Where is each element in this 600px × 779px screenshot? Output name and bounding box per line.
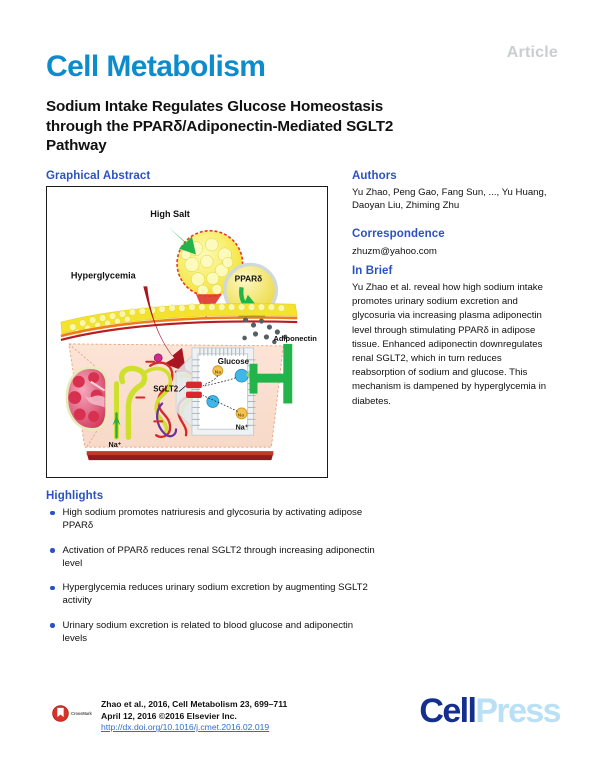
high-salt-label: High Salt [150, 209, 190, 219]
sglt2-transporter: SGLT2 [153, 381, 202, 399]
high-salt-annotation: High Salt [150, 209, 196, 255]
in-brief-body: Yu Zhao et al. reveal how high sodium in… [352, 282, 547, 407]
ppard-label: PPARδ [235, 273, 263, 283]
glucose-label: Glucose [218, 357, 250, 366]
graphical-abstract-figure: High Salt PPARδ [46, 186, 328, 478]
list-item: High sodium promotes natriuresis and gly… [46, 506, 376, 532]
publisher-logo-press: Press [475, 692, 561, 730]
highlights-list: High sodium promotes natriuresis and gly… [46, 506, 376, 656]
correspondence-heading: Correspondence [352, 228, 445, 240]
publisher-logo-cell: Cell [419, 692, 477, 730]
sglt2-label: SGLT2 [153, 385, 179, 394]
highlight-text: Hyperglycemia reduces urinary sodium exc… [62, 582, 368, 606]
crossmark-icon[interactable] [52, 705, 69, 722]
transported-molecules: Na Na Glucose Na⁺ [202, 357, 251, 431]
hyperglycemia-label: Hyperglycemia [71, 270, 137, 280]
sodium-tubule-label: Na⁺ [236, 423, 249, 431]
highlight-text: Urinary sodium excretion is related to b… [62, 619, 354, 644]
kidney-organ [65, 366, 108, 431]
adiponectin-particles [242, 317, 288, 345]
inhibition-arrow [249, 343, 293, 404]
highlight-text: Activation of PPARδ reduces renal SGLT2 … [62, 544, 375, 569]
doi-link[interactable]: http://dx.doi.org/10.1016/j.cmet.2016.02… [101, 722, 270, 733]
tubule-cell [175, 347, 256, 436]
journal-masthead: Cell Metabolism [46, 50, 266, 83]
crossmark-label: CrossMark [71, 711, 92, 716]
sodium-kidney-label: Na⁺ [109, 441, 122, 449]
in-brief-heading: In Brief [352, 265, 393, 277]
correspondence-email[interactable]: zhuzm@yahoo.com [352, 246, 437, 257]
svg-text:Na: Na [238, 412, 245, 418]
highlights-heading: Highlights [46, 490, 104, 502]
bullet-icon [50, 585, 55, 590]
page-title: Sodium Intake Regulates Glucose Homeosta… [46, 98, 394, 154]
graphical-abstract-heading: Graphical Abstract [46, 170, 151, 182]
marker-dot [153, 353, 163, 363]
hyperglycemia-annotation: Hyperglycemia [71, 270, 187, 372]
article-type-label: Article [506, 44, 558, 61]
pathway-diagram: High Salt PPARδ [60, 209, 317, 461]
authors-list: Yu Zhao, Peng Gao, Fang Sun, ..., Yu Hua… [352, 187, 547, 212]
adiponectin-label: Adiponectin [273, 334, 317, 343]
list-item: Activation of PPARδ reduces renal SGLT2 … [46, 544, 376, 570]
svg-text:Na: Na [215, 370, 222, 376]
list-item: Hyperglycemia reduces urinary sodium exc… [46, 581, 376, 607]
authors-heading: Authors [352, 170, 397, 182]
list-item: Urinary sodium excretion is related to b… [46, 619, 376, 645]
citation-line-1: Zhao et al., 2016, Cell Metabolism 23, 6… [101, 699, 288, 709]
ppard-vesicle: PPARδ [223, 262, 279, 319]
publisher-logo: CellPress [419, 692, 561, 730]
citation-line-2: April 12, 2016 ©2016 Elsevier Inc. [101, 710, 237, 721]
highlight-text: High sodium promotes natriuresis and gly… [62, 507, 363, 531]
bullet-icon [50, 623, 55, 628]
bullet-icon [50, 510, 55, 515]
bullet-icon [50, 548, 55, 553]
magnification-lines [68, 343, 98, 448]
citation-block: Zhao et al., 2016, Cell Metabolism 23, 6… [101, 699, 287, 734]
